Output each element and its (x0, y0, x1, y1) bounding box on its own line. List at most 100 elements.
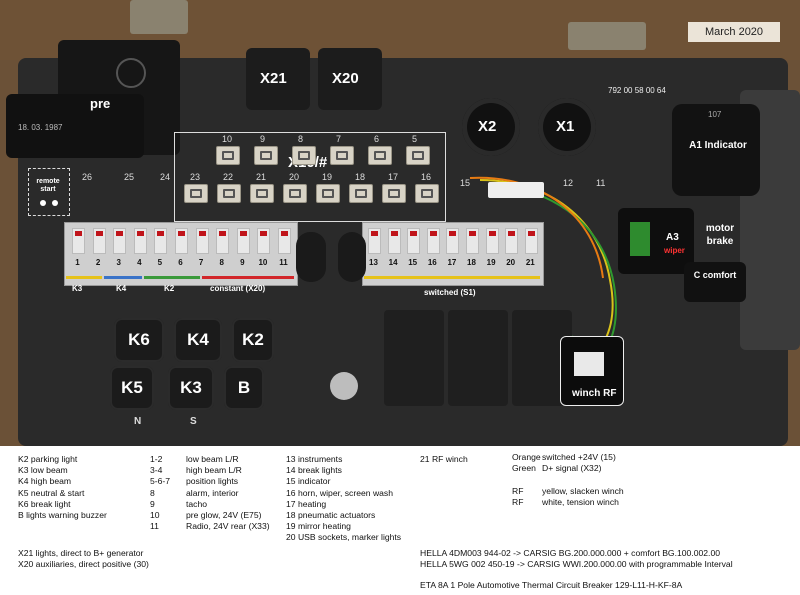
legend-item: Orangeswitched +24V (15) (512, 452, 624, 463)
connector-socket (283, 184, 307, 203)
fuse-number: 14 (388, 258, 398, 267)
relay-k6: K6 (114, 318, 164, 362)
legend-item (512, 474, 624, 485)
group-k3-label: K3 (72, 284, 83, 293)
remote-start-box (28, 168, 70, 216)
fuse (92, 228, 106, 254)
fuse (154, 228, 168, 254)
legend-value: pre glow, 24V (E75) (186, 510, 262, 521)
rail-end-cap (338, 232, 366, 282)
legend-item: 18 pneumatic actuators (286, 510, 376, 521)
x10-connector-block (174, 132, 446, 222)
legend-value: switched +24V (15) (542, 452, 616, 462)
fuse (133, 228, 147, 254)
empty-relay-socket (384, 310, 444, 406)
constant-label: constant (X20) (210, 284, 266, 293)
legend-key: 9 (150, 498, 155, 509)
inline-connector (488, 182, 544, 198)
legend-value: D+ signal (X32) (542, 463, 602, 474)
fuse-number: 7 (198, 258, 204, 267)
connector-num: 6 (374, 134, 380, 144)
x1-label: X1 (556, 118, 575, 135)
legend-value: Radio, 24V rear (X33) (186, 521, 270, 532)
connector-socket (316, 184, 340, 203)
fuse-number: 3 (116, 258, 121, 267)
bottom-mark-s: S (190, 416, 197, 427)
fuse (113, 228, 127, 254)
connector-num: 25 (124, 172, 135, 182)
legend-fuse-21: 21 RF winch (420, 454, 468, 465)
fuse (278, 228, 291, 254)
x21-line: X21 lights, direct to B+ generator (18, 548, 144, 558)
fuse (216, 228, 230, 254)
legend-eta: ETA 8A 1 Pole Automotive Thermal Circuit… (420, 580, 682, 591)
a1-code-label: 107 (708, 110, 722, 119)
legend-x-lines: X21 lights, direct to B+ generator X20 a… (18, 548, 149, 570)
group-bar-k4 (104, 276, 142, 279)
fuse (505, 228, 519, 254)
fuse (72, 228, 85, 254)
fuse-number: 8 (219, 258, 224, 267)
connector-num: 10 (222, 134, 233, 144)
connector-num: 11 (596, 178, 606, 188)
legend-key: 1-2 (150, 454, 163, 464)
relay-k2: K2 (232, 318, 274, 362)
remote-start-pin-icon (52, 200, 58, 206)
connector-num: 21 (256, 172, 267, 182)
connector-socket (254, 146, 278, 165)
legend-item: 21 RF winch (420, 454, 468, 464)
motor-brake-label: motor brake (705, 223, 735, 247)
relay-logo-icon (116, 58, 146, 88)
x20-label: X20 (332, 70, 359, 87)
relay-k3: K3 (168, 366, 214, 410)
connector-num: 26 (82, 172, 93, 182)
legend-item: K5 neutral & start (18, 487, 85, 498)
connector-socket (382, 184, 406, 203)
connector-num: 22 (223, 172, 234, 182)
connector-num: 23 (190, 172, 201, 182)
switched-label: switched (S1) (424, 288, 476, 297)
fuse (195, 228, 209, 254)
mount-screw-icon (330, 372, 358, 400)
legend-item: 16 horn, wiper, screen wash (286, 487, 394, 498)
comfort-relay (684, 262, 746, 302)
pre-date-label: 18. 03. 1987 (18, 123, 63, 132)
fuse-number: 13 (369, 258, 378, 267)
fuse-number: 16 (427, 258, 437, 267)
fuse-number: 18 (467, 258, 476, 267)
fuse (485, 228, 499, 254)
a1-label: A1 Indicator (689, 140, 747, 151)
x21-label: X21 (260, 70, 287, 87)
connector-num: 15 (460, 178, 471, 188)
remote-start-label: remote start (36, 178, 60, 193)
legend-key: RF (512, 496, 524, 507)
fuse (387, 228, 401, 254)
fuse-number: 6 (178, 258, 183, 267)
connector-socket (292, 146, 316, 165)
hella-line-2: HELLA 5WG 002 450-19 -> CARSIG WWI.200.0… (420, 559, 733, 570)
date-badge: March 2020 (688, 22, 780, 42)
legend-item: K6 break light (18, 498, 71, 509)
bottom-mark-n: N (134, 416, 142, 427)
relay-k4: K4 (174, 318, 222, 362)
connector-num: 19 (322, 172, 333, 182)
connector-num: 12 (563, 178, 574, 188)
a3-sub-label: wiper (664, 246, 685, 255)
legend-item: K4 high beam (18, 476, 72, 487)
group-k4-label: K4 (116, 284, 127, 293)
x20-connector (318, 48, 382, 110)
fuse-number: 21 (525, 258, 535, 267)
fuse (407, 228, 421, 254)
legend-key: 8 (150, 487, 155, 498)
fuse (446, 228, 460, 254)
